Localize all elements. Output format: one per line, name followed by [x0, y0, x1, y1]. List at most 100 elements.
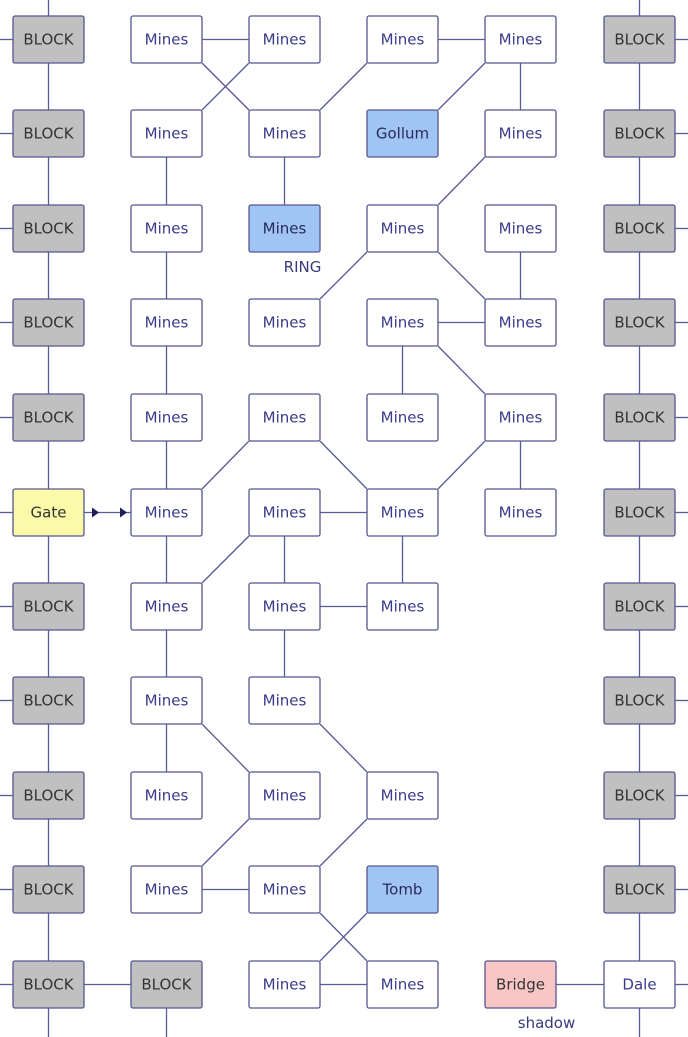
node-block[interactable]: BLOCK	[12, 393, 85, 442]
node-mines[interactable]: Mines	[484, 488, 557, 537]
node-mines[interactable]: Mines	[484, 298, 557, 347]
node-label: Mines	[263, 125, 307, 143]
node-label: Gate	[31, 504, 67, 522]
node-block[interactable]: BLOCK	[603, 771, 676, 820]
node-label: Mines	[381, 598, 425, 616]
node-label: Mines	[145, 692, 189, 710]
node-block[interactable]: BLOCK	[12, 865, 85, 914]
node-mines[interactable]: Mines	[130, 771, 203, 820]
node-box	[366, 298, 439, 347]
node-label: Mines	[263, 598, 307, 616]
node-block[interactable]: BLOCK	[603, 582, 676, 631]
node-gollum[interactable]: Gollum	[366, 109, 439, 158]
node-block[interactable]: BLOCK	[603, 488, 676, 537]
node-mines[interactable]: Mines	[366, 960, 439, 1009]
node-mines[interactable]: Mines	[366, 298, 439, 347]
node-label: Mines	[381, 31, 425, 49]
node-mines[interactable]: Mines	[366, 15, 439, 64]
node-block[interactable]: BLOCK	[603, 15, 676, 64]
node-mines[interactable]: Mines	[366, 393, 439, 442]
node-box	[12, 488, 85, 537]
node-box	[603, 298, 676, 347]
node-mines[interactable]: Mines	[248, 771, 321, 820]
node-box	[12, 960, 85, 1009]
node-mines[interactable]: Mines	[130, 488, 203, 537]
node-mines[interactable]: Mines	[130, 582, 203, 631]
node-mines[interactable]: Mines	[484, 109, 557, 158]
node-label: Mines	[263, 220, 307, 238]
node-label: BLOCK	[614, 409, 665, 427]
node-block[interactable]: BLOCK	[603, 204, 676, 253]
node-block[interactable]: BLOCK	[12, 771, 85, 820]
node-box	[130, 298, 203, 347]
node-mines[interactable]: Mines	[130, 676, 203, 725]
node-mines[interactable]: Mines	[484, 393, 557, 442]
node-tomb[interactable]: Tomb	[366, 865, 439, 914]
node-mines[interactable]: Mines	[248, 582, 321, 631]
node-box	[248, 298, 321, 347]
node-mines[interactable]: Mines	[366, 488, 439, 537]
edge-diagonal	[201, 818, 250, 867]
node-mines[interactable]: Mines	[484, 15, 557, 64]
node-block[interactable]: BLOCK	[12, 582, 85, 631]
node-block[interactable]: BLOCK	[12, 15, 85, 64]
node-box	[12, 15, 85, 64]
node-gate[interactable]: Gate	[12, 488, 85, 537]
arrowhead-icon	[92, 507, 99, 518]
node-block[interactable]: BLOCK	[130, 960, 203, 1009]
node-mines[interactable]: Mines	[366, 582, 439, 631]
node-label: Mines	[263, 976, 307, 994]
node-block[interactable]: BLOCK	[12, 204, 85, 253]
node-label: BLOCK	[614, 314, 665, 332]
node-mines[interactable]: Mines	[130, 393, 203, 442]
node-label: Mines	[499, 125, 543, 143]
node-mines[interactable]: Mines	[248, 960, 321, 1009]
node-label: BLOCK	[23, 314, 74, 332]
node-block[interactable]: BLOCK	[12, 676, 85, 725]
node-dale[interactable]: Dale	[603, 960, 676, 1009]
node-block[interactable]: BLOCK	[603, 865, 676, 914]
node-mines[interactable]: Mines	[248, 865, 321, 914]
node-mines[interactable]: Mines	[130, 109, 203, 158]
node-mines[interactable]: Mines	[130, 298, 203, 347]
node-block[interactable]: BLOCK	[603, 109, 676, 158]
node-mines[interactable]: Mines	[130, 204, 203, 253]
node-block[interactable]: BLOCK	[12, 960, 85, 1009]
node-label: BLOCK	[23, 125, 74, 143]
node-label: Mines	[145, 504, 189, 522]
node-mines[interactable]: Mines	[366, 771, 439, 820]
node-box	[248, 488, 321, 537]
node-mines[interactable]: Mines	[248, 676, 321, 725]
node-box	[130, 393, 203, 442]
node-block[interactable]: BLOCK	[12, 298, 85, 347]
node-label: BLOCK	[614, 598, 665, 616]
node-mines[interactable]: Mines	[484, 204, 557, 253]
node-mines[interactable]: Mines	[248, 109, 321, 158]
node-mines[interactable]: Mines	[366, 204, 439, 253]
node-box	[603, 15, 676, 64]
node-block[interactable]: BLOCK	[12, 109, 85, 158]
node-mines[interactable]: Mines	[248, 488, 321, 537]
node-mines[interactable]: Mines	[248, 15, 321, 64]
edge-diagonal	[437, 156, 486, 206]
edge-diagonal	[201, 723, 250, 773]
node-label: Mines	[381, 409, 425, 427]
node-block[interactable]: BLOCK	[603, 393, 676, 442]
node-label: Mines	[145, 881, 189, 899]
node-label: BLOCK	[614, 220, 665, 238]
node-mines[interactable]: Mines	[130, 15, 203, 64]
node-mines[interactable]: Mines	[248, 298, 321, 347]
arrowhead-icon	[120, 507, 127, 518]
node-mines[interactable]: Mines	[130, 865, 203, 914]
node-mines[interactable]: Mines	[248, 393, 321, 442]
node-label: Mines	[145, 314, 189, 332]
node-block[interactable]: BLOCK	[603, 298, 676, 347]
node-label: BLOCK	[23, 976, 74, 994]
node-block[interactable]: BLOCK	[603, 676, 676, 725]
node-label: Mines	[263, 692, 307, 710]
node-box	[248, 15, 321, 64]
node-box	[603, 960, 676, 1009]
